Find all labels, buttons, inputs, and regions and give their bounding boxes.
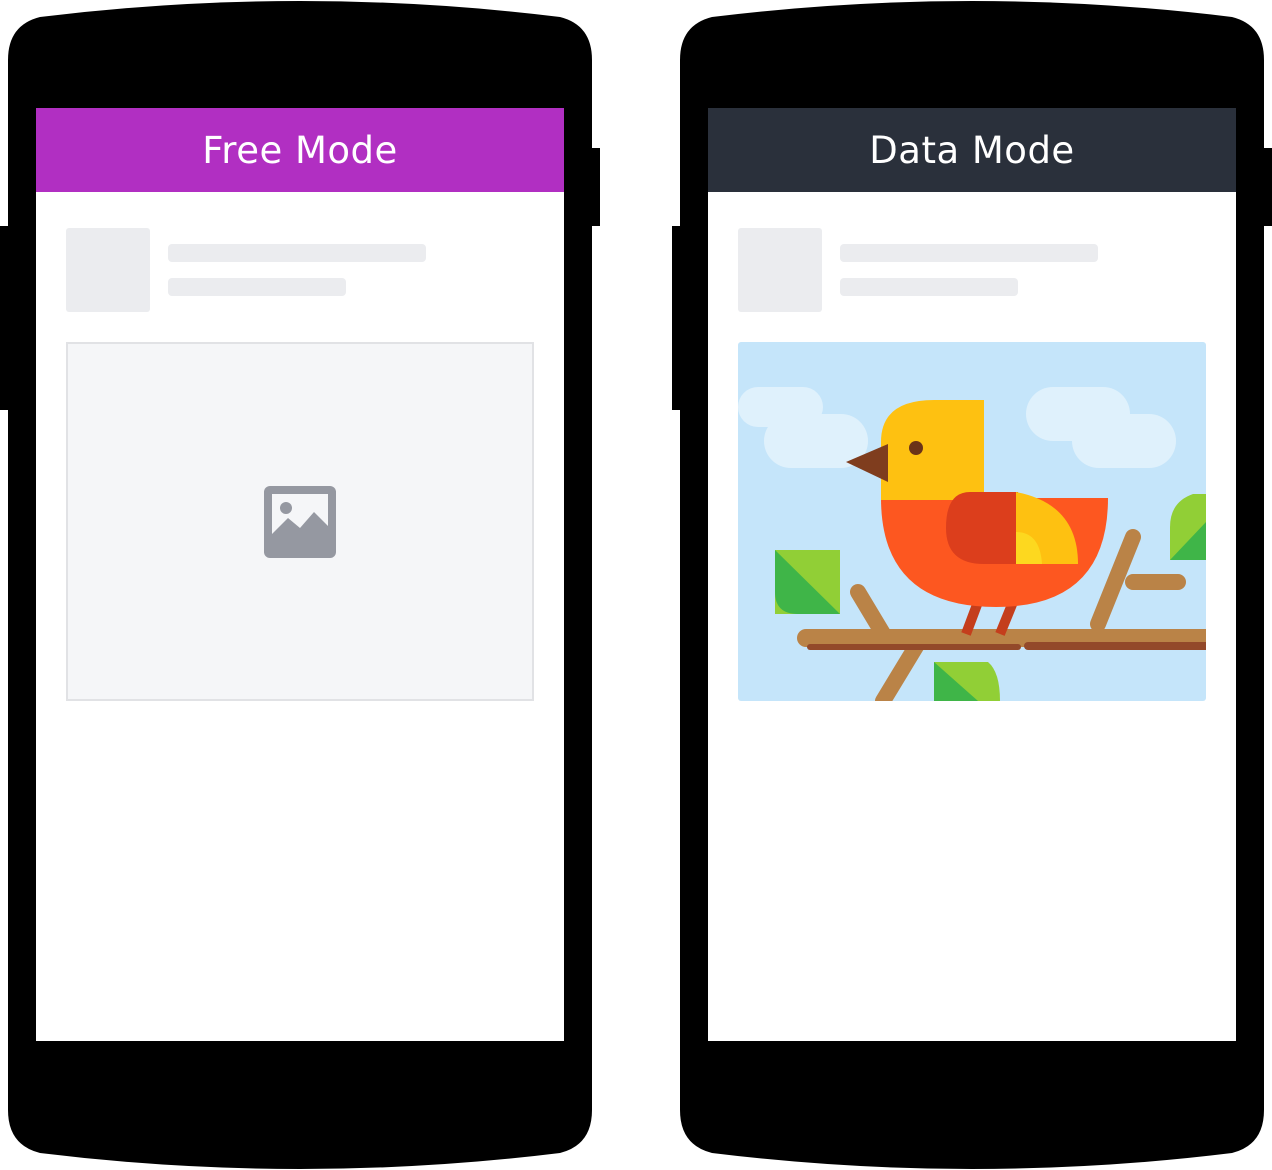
phone-data-mode: Data Mode	[672, 0, 1272, 1170]
image-placeholder-icon	[264, 486, 336, 558]
skeleton-title-line	[840, 244, 1098, 262]
screen: Free Mode	[36, 108, 564, 1041]
skeleton-avatar	[66, 228, 150, 312]
bird-illustration	[738, 342, 1206, 701]
app-bar-title: Free Mode	[202, 128, 398, 172]
skeleton-avatar	[738, 228, 822, 312]
skeleton-subtitle-line	[840, 278, 1018, 296]
skeleton-title-line	[168, 244, 426, 262]
skeleton-subtitle-line	[168, 278, 346, 296]
app-bar-title: Data Mode	[869, 128, 1075, 172]
app-bar: Data Mode	[708, 108, 1236, 192]
phone-free-mode: Free Mode	[0, 0, 600, 1170]
app-bar: Free Mode	[36, 108, 564, 192]
image-placeholder[interactable]	[66, 342, 534, 701]
bird-image[interactable]	[738, 342, 1206, 701]
screen: Data Mode	[708, 108, 1236, 1041]
